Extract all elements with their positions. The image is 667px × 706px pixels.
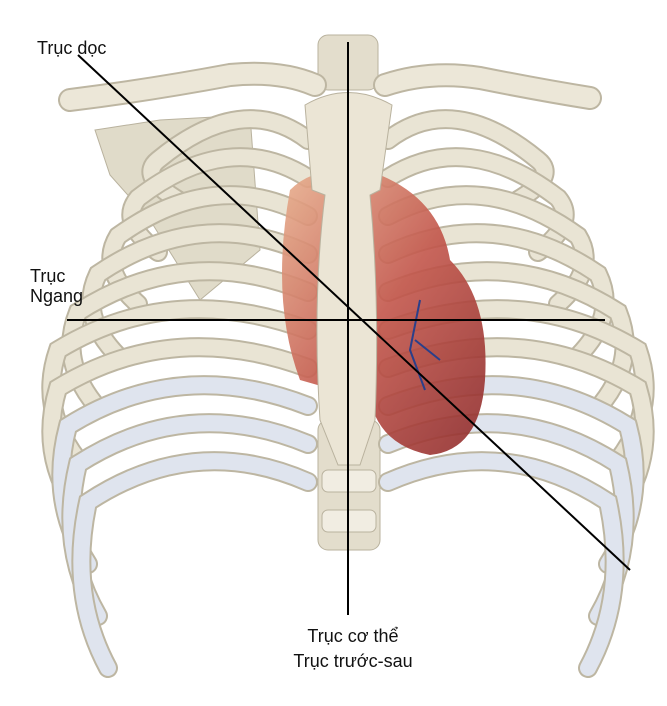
rib bbox=[380, 187, 593, 312]
diagonal-axis-line bbox=[77, 54, 631, 571]
rib bbox=[103, 187, 316, 312]
label-truc-ngang-line2: Ngang bbox=[30, 286, 84, 306]
axis-lines bbox=[67, 42, 631, 615]
label-truc-truoc-sau: Trục trước-sau bbox=[293, 651, 413, 671]
ribs bbox=[41, 109, 655, 678]
clavicles bbox=[58, 61, 602, 112]
label-truc-doc: Trục dọc bbox=[37, 38, 107, 58]
rib bbox=[73, 453, 316, 676]
label-truc-co-the: Trục cơ thể bbox=[307, 626, 399, 646]
label-truc-ngang-line1: Trục bbox=[30, 266, 66, 286]
rib bbox=[380, 453, 623, 676]
rib bbox=[63, 415, 316, 624]
